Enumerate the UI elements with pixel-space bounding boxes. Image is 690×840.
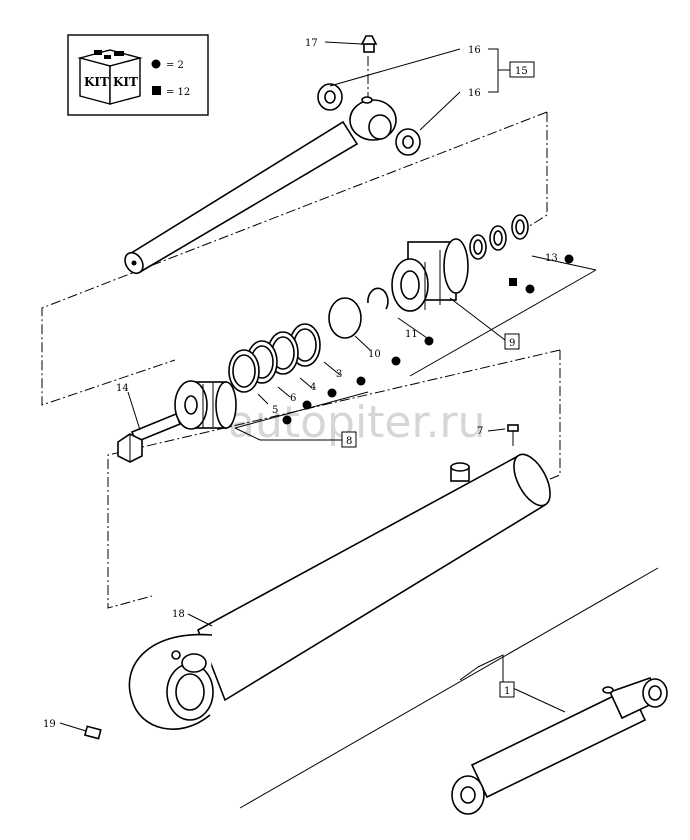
grease-fitting-19: [83, 725, 102, 740]
callout-3: 3: [336, 369, 342, 380]
o-ring-10: [328, 297, 362, 339]
callout-box-8: [341, 431, 357, 448]
kit-legend: KIT KIT = 2 = 12: [67, 34, 209, 116]
piston-rod-assembly: [124, 35, 421, 275]
piston: [174, 380, 237, 430]
piston-seals: [228, 323, 321, 393]
callout-11: 11: [405, 329, 418, 340]
square-bullet-icon: [152, 86, 161, 95]
callout-15: 15: [515, 66, 528, 77]
callout-16-top: 16: [468, 45, 481, 56]
piston-bolt-14: [117, 412, 182, 463]
callout-1: 1: [504, 686, 510, 697]
callout-box-1: [499, 681, 515, 698]
callout-8: 8: [346, 436, 352, 447]
kit-box-icon: KIT KIT: [77, 49, 143, 105]
callout-box-9: [504, 333, 520, 350]
wear-ring-11: [367, 287, 389, 310]
callout-10: 10: [368, 349, 381, 360]
bolt-7: [507, 424, 519, 446]
bushing-left: [317, 83, 343, 111]
cylinder-head-gland: [391, 238, 469, 312]
callout-14: 14: [116, 383, 129, 394]
kit-label-right: KIT: [113, 75, 138, 89]
leader-lines: [59, 41, 597, 732]
circle-qty: = 2: [166, 60, 184, 71]
kit-bullets: [282, 254, 574, 425]
kit-label-left: KIT: [84, 75, 109, 89]
callout-4: 4: [310, 382, 316, 393]
callout-6: 6: [290, 393, 296, 404]
square-qty: = 12: [166, 87, 190, 98]
seal-rings-13: [469, 214, 529, 260]
callout-18: 18: [172, 609, 185, 620]
callout-13: 13: [545, 253, 558, 264]
callout-17: 17: [305, 38, 318, 49]
callout-7: 7: [477, 426, 483, 437]
grease-fitting-top: [360, 35, 378, 53]
complete-cylinder-1: [239, 567, 668, 815]
callout-box-15: [509, 61, 535, 78]
circle-bullet-icon: [151, 59, 161, 69]
callout-5: 5: [272, 405, 278, 416]
callout-16-bottom: 16: [468, 88, 481, 99]
callout-9: 9: [509, 338, 515, 349]
bushing-right: [395, 128, 421, 156]
callout-19: 19: [43, 719, 56, 730]
cylinder-barrel-18: [128, 453, 551, 730]
